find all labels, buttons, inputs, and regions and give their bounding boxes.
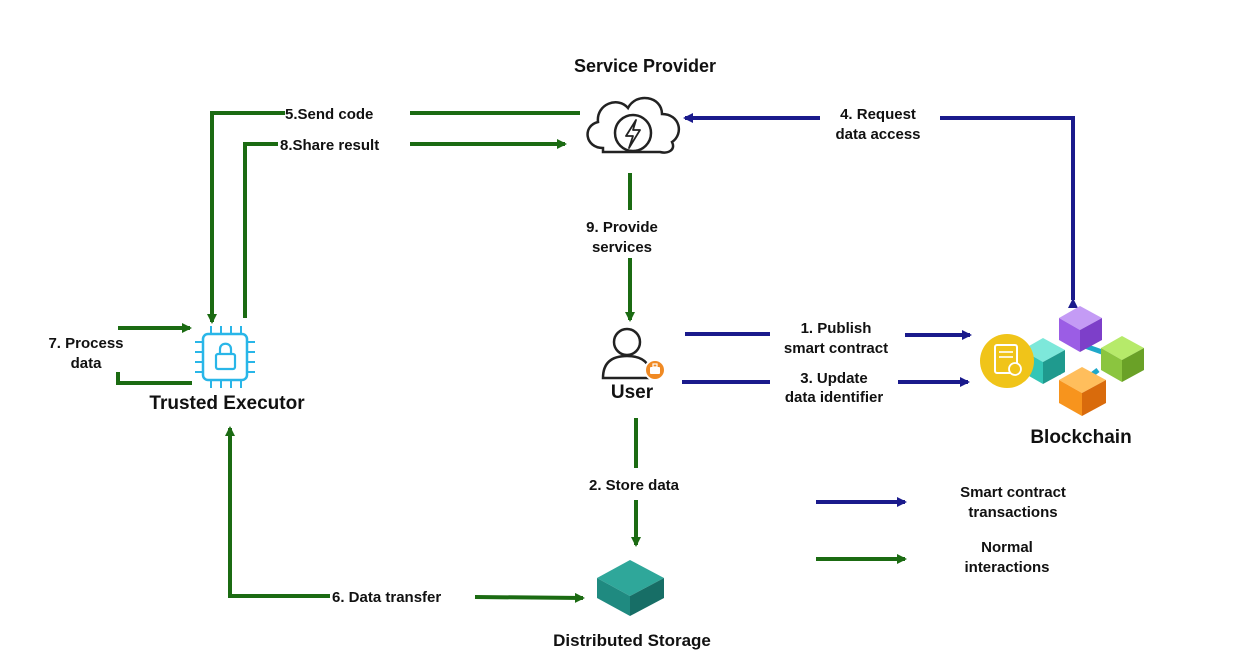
publish-contract-label-line1: 1. Publish [801,320,872,337]
send-code-label: 5.Send code [285,106,373,123]
trusted-executor-title: Trusted Executor [149,393,305,414]
storage-cube-icon [597,560,664,616]
data-transfer-label: 6. Data transfer [332,589,441,606]
blockchain-cubes-icon [980,306,1144,416]
provide-services-label-line2: services [592,239,652,256]
legend: Smart contract transactions Normal inter… [816,484,1066,576]
process-data-label-line1: 7. Process [48,335,123,352]
legend-normal-line2: interactions [964,559,1049,576]
provide-services-label-line1: 9. Provide [586,219,658,236]
distributed-storage-title: Distributed Storage [553,631,711,650]
legend-contract-line2: transactions [968,504,1057,521]
share-result-label: 8.Share result [280,137,379,154]
publish-contract-label-line2: smart contract [784,340,888,357]
user-title: User [611,382,654,403]
share-result-arrow-head [243,142,278,318]
user-briefcase-icon [601,327,666,381]
blockchain-title: Blockchain [1030,427,1131,448]
request-access-label-line1: 4. Request [840,106,916,123]
process-data-label-line2: data [71,355,103,372]
update-identifier-label-line1: 3. Update [800,370,868,387]
locked-chip-icon [195,326,255,388]
store-data-label: 2. Store data [589,477,680,494]
request-access-arrow-a [940,116,1078,308]
legend-contract-line1: Smart contract [960,484,1066,501]
update-identifier-label-line2: data identifier [785,389,884,406]
cloud-lightning-icon [586,96,681,154]
service-provider-title: Service Provider [574,56,716,76]
send-code-arrow-tail [207,111,285,324]
data-transfer-arrow-a [225,426,330,598]
process-data-arrow-out [116,372,192,385]
legend-normal-line1: Normal [981,539,1033,556]
data-transfer-arrow-b [474,592,585,603]
request-access-label-line2: data access [835,126,920,143]
